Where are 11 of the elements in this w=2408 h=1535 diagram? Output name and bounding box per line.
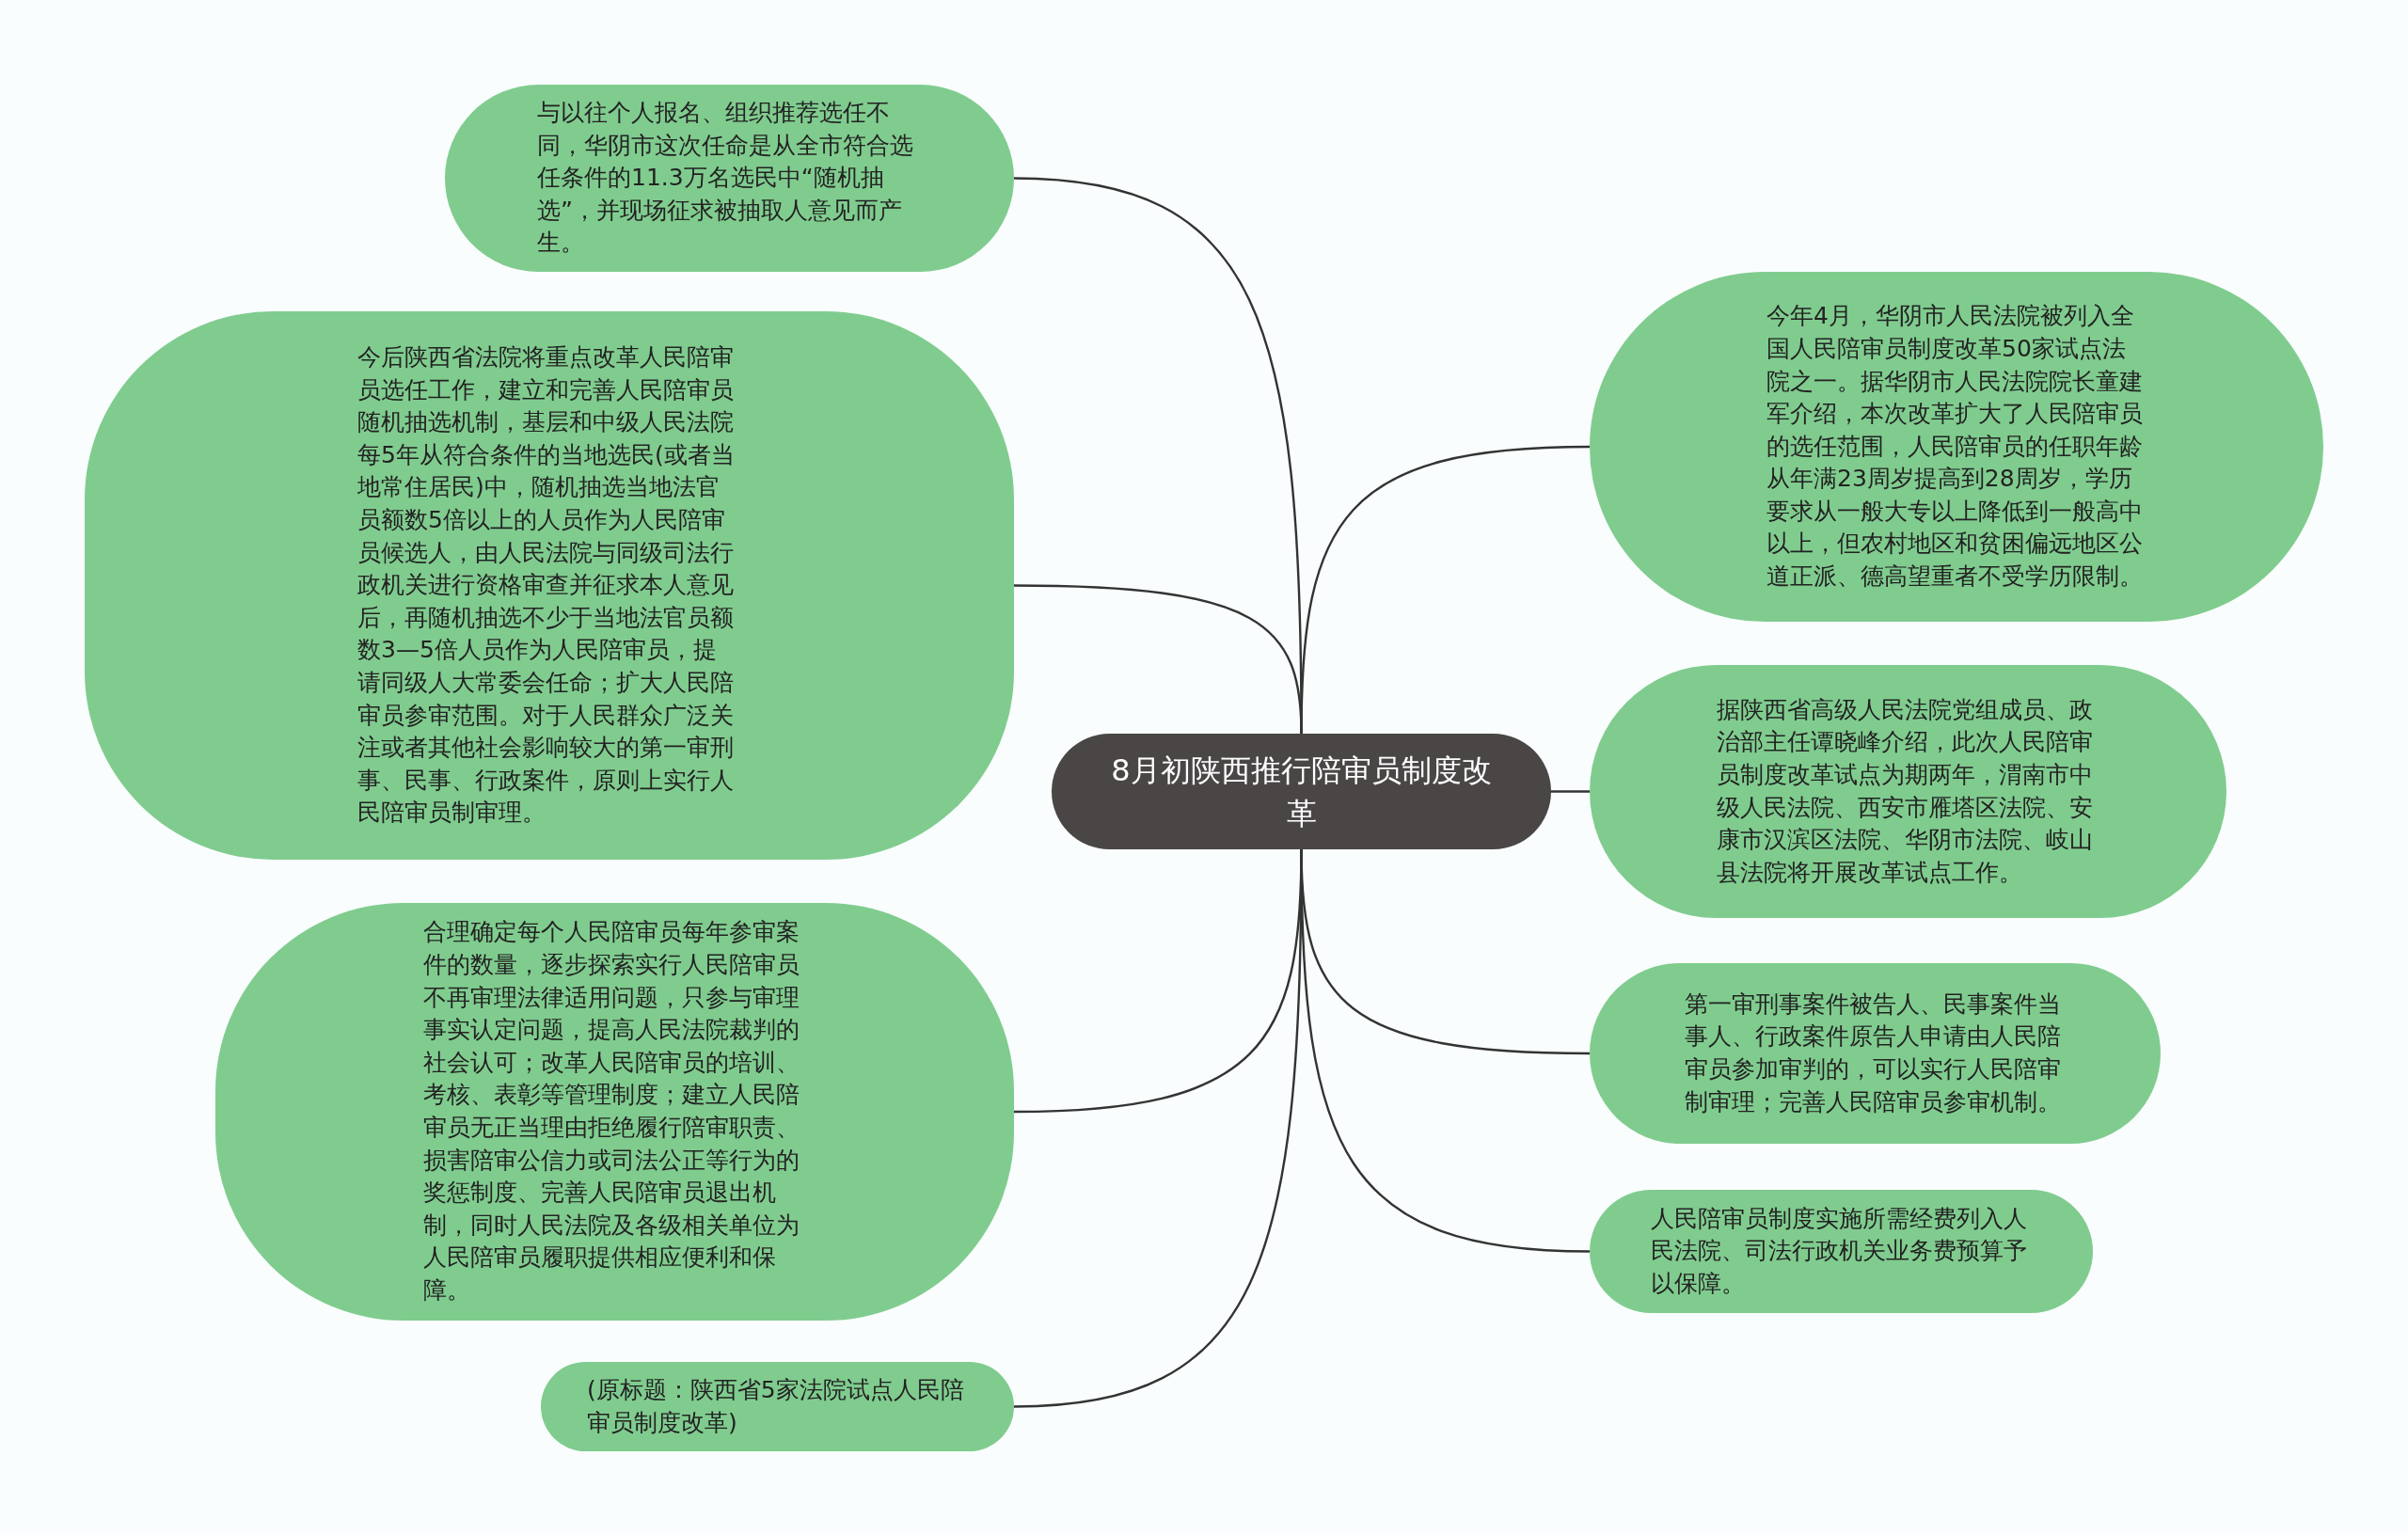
connector-line bbox=[1551, 790, 1590, 793]
topic-text: 人民陪审员制度实施所需经费列入人民法院、司法行政机关业务费预算予以保障。 bbox=[1651, 1203, 2028, 1299]
topic-text: 今后陕西省法院将重点改革人民陪审员选任工作，建立和完善人民陪审员随机抽选机制，基层和中级人民法院每5年从符合条件的当地选民(或者当地常住居民)中，随机抽选当地法官员额数5倍以上的人员作为人民陪审员候选人，由人民法院与同级司法行政机关进行资格审查并征求本人意见后，再随机抽选不少于当地法官员额数3—5倍人员作为人民陪审员，提请同级人大常委会任命；扩大人民陪审员参审范围。对于人民群众广泛关注或者其他社会影响较大的第一审刑事、民事、行政案件，原则上实行人民陪审员制审理。 bbox=[357, 342, 736, 829]
topic-text: 今年4月，华阴市人民法院被列入全国人民陪审员制度改革50家试点法院之一。据华阴市人民法院院长童建军介绍，本次改革扩大了人民陪审员的选任范围，人民陪审员的任职年龄从年满23周岁提高到28周岁，学历要求从一般大专以上降低到一般高中以上，但农村地区和贫困偏远地区公道正派、德高望重者不受学历限制。 bbox=[1766, 301, 2144, 593]
topic-text: 合理确定每个人民陪审员每年参审案件的数量，逐步探索实行人民陪审员不再审理法律适用问题，只参与审理事实认定问题，提高人民法院裁判的社会认可；改革人民陪审员的培训、考核、表彰等管理制度；建立人民陪审员无正当理由拒绝履行陪审职责、损害陪审公信力或司法公正等行为的奖惩制度、完善人民陪审员退出机制，同时人民法院及各级相关单位为人民陪审员履职提供相应便利和保障。 bbox=[423, 917, 800, 1306]
topic-text: 第一审刑事案件被告人、民事案件当事人、行政案件原告人申请由人民陪审员参加审判的，可以实行人民陪审制审理；完善人民陪审员参审机制。 bbox=[1685, 989, 2062, 1117]
connector-line bbox=[1300, 445, 1591, 735]
topic-text: (原标题：陕西省5家法院试点人民陪审员制度改革) bbox=[587, 1374, 965, 1438]
topic-text: 与以往个人报名、组织推荐选任不同，华阴市这次任命是从全市符合选任条件的11.3万名选民中“随机抽选”，并现场征求被抽取人意见而产生。 bbox=[537, 98, 914, 259]
central-topic-text: 8月初陕西推行陪审员制度改革 bbox=[1110, 751, 1493, 833]
topic-text: 据陕西省高级人民法院党组成员、政治部主任谭晓峰介绍，此次人民陪审员制度改革试点为期两年，渭南市中级人民法院、西安市雁塔区法院、安康市汉滨区法院、华阴市法院、岐山县法院将开展改革试点工作。 bbox=[1717, 694, 2094, 888]
